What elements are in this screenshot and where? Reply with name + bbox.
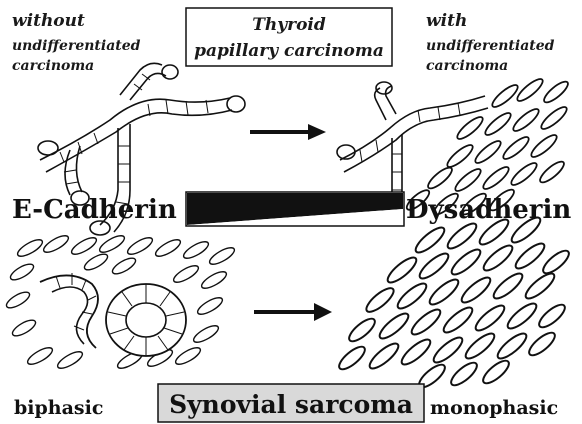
- caption-word: without: [12, 11, 85, 31]
- top-right-caption: with undifferentiated carcinoma: [426, 11, 555, 74]
- e-cadherin-label: E-Cadherin: [12, 195, 177, 225]
- caption-word: undifferentiated: [12, 38, 141, 54]
- title-line: Thyroid: [252, 15, 326, 35]
- biphasic-gland-ring: [106, 284, 186, 356]
- synovial-sarcoma-title-box: Synovial sarcoma: [158, 384, 424, 422]
- caption-word: undifferentiated: [426, 38, 555, 54]
- monophasic-spindle-cells: [336, 214, 572, 391]
- expression-wedge: [186, 192, 404, 226]
- thyroid-title-box: Thyroid papillary carcinoma: [186, 8, 392, 66]
- caption-word: carcinoma: [426, 58, 508, 74]
- transition-arrow-top: [250, 124, 326, 140]
- biphasic-label: biphasic: [14, 397, 103, 419]
- title-line: papillary carcinoma: [194, 41, 384, 61]
- caption-word: with: [426, 11, 467, 31]
- caption-word: carcinoma: [12, 58, 94, 74]
- transition-arrow-bottom: [254, 303, 332, 321]
- synovial-sarcoma-title: Synovial sarcoma: [169, 390, 413, 419]
- top-left-caption: without undifferentiated carcinoma: [12, 11, 141, 74]
- dysadherin-label: Dysadherin: [406, 195, 571, 225]
- monophasic-label: monophasic: [430, 397, 558, 419]
- biphasic-gland-tube: [40, 273, 98, 348]
